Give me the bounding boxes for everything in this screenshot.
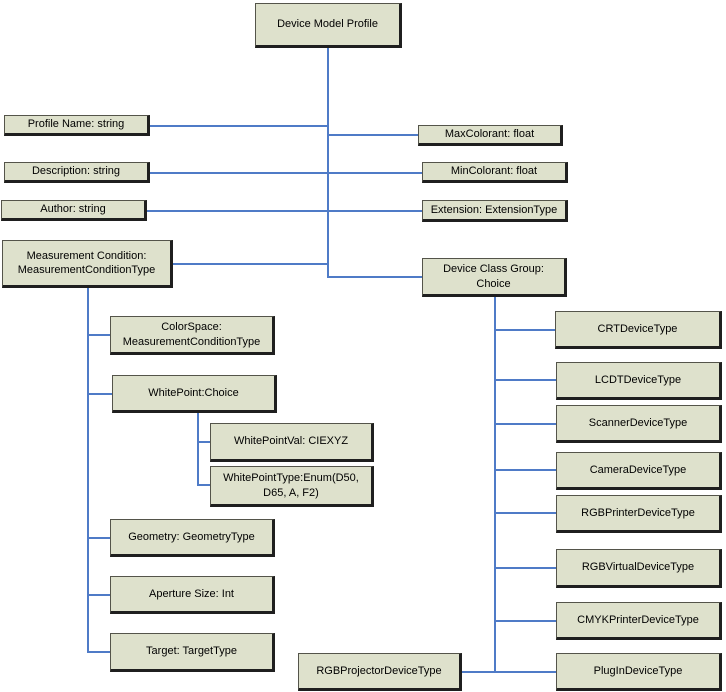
node-max-colorant: MaxColorant: float [418,125,563,146]
connector-rgb-virtual [496,567,556,569]
node-aperture-size: Aperture Size: Int [110,576,275,614]
connector-profile-name [150,125,327,127]
connector-lcdt [496,379,556,381]
node-lcdt-device-type: LCDTDeviceType [556,362,722,400]
connector-white-point-val [199,441,210,443]
node-profile-name: Profile Name: string [4,115,150,136]
node-color-space: ColorSpace: MeasurementConditionType [110,316,275,355]
node-geometry: Geometry: GeometryType [110,519,275,557]
node-crt-device-type: CRTDeviceType [555,311,722,349]
node-description: Description: string [4,162,150,183]
connector-camera [496,469,556,471]
connector-root-trunk [327,48,329,278]
connector-scanner [496,423,556,425]
node-rgb-projector-device-type: RGBProjectorDeviceType [298,653,462,691]
node-white-point-val: WhitePointVal: CIEXYZ [210,423,374,462]
connector-device-class-group [329,276,422,278]
node-cmyk-printer-device-type: CMYKPrinterDeviceType [556,602,722,640]
connector-description [150,172,327,174]
node-min-colorant: MinColorant: float [422,162,568,183]
node-device-model-profile: Device Model Profile [255,3,402,48]
connector-cmyk-printer [496,620,556,622]
connector-white-point [89,393,112,395]
connector-crt [496,329,555,331]
node-white-point-type: WhitePointType:Enum(D50, D65, A, F2) [210,466,374,507]
connector-author [147,210,327,212]
node-rgb-virtual-device-type: RGBVirtualDeviceType [556,549,722,588]
node-extension: Extension: ExtensionType [422,200,568,222]
connector-whitepoint-trunk [197,413,199,486]
connector-geometry [89,537,110,539]
connector-target [89,651,110,653]
node-device-class-group: Device Class Group: Choice [422,258,567,297]
node-measurement-condition: Measurement Condition: MeasurementCondit… [2,240,173,288]
connector-aperture-size [89,594,110,596]
connector-color-space [89,334,110,336]
connector-plug-in [496,671,556,673]
node-plug-in-device-type: PlugInDeviceType [556,653,722,691]
node-target: Target: TargetType [110,633,275,672]
connector-rgb-projector [462,671,496,673]
node-white-point: WhitePoint:Choice [112,375,277,413]
connector-white-point-type [199,484,210,486]
connector-extension [329,210,422,212]
connector-measurement-trunk [87,288,89,653]
node-rgb-printer-device-type: RGBPrinterDeviceType [556,495,722,533]
node-scanner-device-type: ScannerDeviceType [556,405,722,443]
connector-max-colorant [329,134,418,136]
connector-rgb-printer [496,512,556,514]
connector-device-class-trunk [494,297,496,673]
connector-min-colorant [329,172,422,174]
connector-measurement-condition [173,263,327,265]
node-camera-device-type: CameraDeviceType [556,452,722,490]
node-author: Author: string [1,200,147,221]
